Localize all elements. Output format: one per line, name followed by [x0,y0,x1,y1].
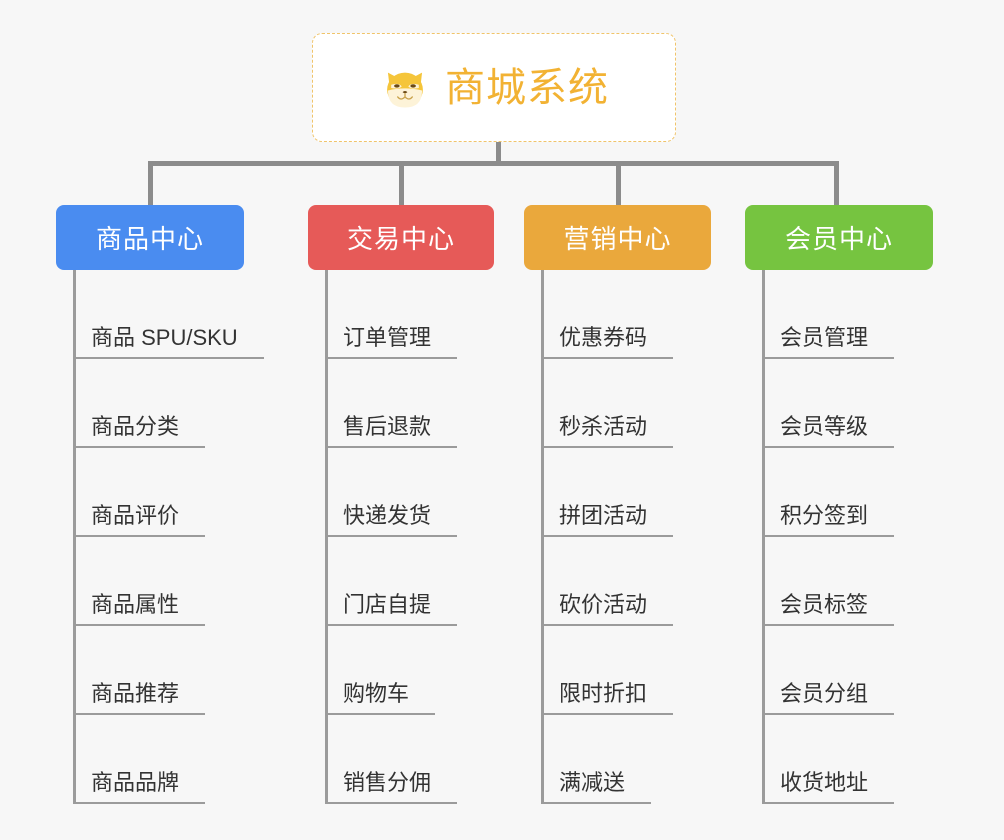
list-item[interactable]: 购物车 [308,626,494,715]
list-item-label: 商品分类 [73,416,206,448]
list-item[interactable]: 会员标签 [745,537,933,626]
connector-branch-2 [399,161,404,205]
category-column-member-center: 会员中心 会员管理 会员等级 积分签到 会员标签 会员分组 收货地址 [745,205,933,804]
category-item-list: 会员管理 会员等级 积分签到 会员标签 会员分组 收货地址 [745,270,933,804]
list-item-label: 优惠券码 [541,327,674,359]
list-item[interactable]: 商品分类 [56,359,264,448]
category-item-list: 优惠券码 秒杀活动 拼团活动 砍价活动 限时折扣 满减送 [524,270,711,804]
list-item-label: 会员分组 [762,683,895,715]
list-item-label: 快递发货 [325,505,458,537]
list-item[interactable]: 满减送 [524,715,711,804]
list-item[interactable]: 售后退款 [308,359,494,448]
category-items-body: 商品 SPU/SKU 商品分类 商品评价 商品属性 商品推荐 商品品牌 [56,270,264,804]
list-item-label: 商品评价 [73,505,206,537]
list-item-label: 会员等级 [762,416,895,448]
list-item-label: 门店自提 [325,594,458,626]
list-item[interactable]: 快递发货 [308,448,494,537]
list-item-label: 商品属性 [73,594,206,626]
category-items-body: 会员管理 会员等级 积分签到 会员标签 会员分组 收货地址 [745,270,933,804]
list-item-label: 销售分佣 [325,772,458,804]
list-item[interactable]: 商品品牌 [56,715,264,804]
list-item[interactable]: 砍价活动 [524,537,711,626]
list-item[interactable]: 限时折扣 [524,626,711,715]
list-item-label: 砍价活动 [541,594,674,626]
list-item[interactable]: 商品推荐 [56,626,264,715]
list-item[interactable]: 商品属性 [56,537,264,626]
list-item[interactable]: 商品评价 [56,448,264,537]
list-item-label: 订单管理 [325,327,458,359]
list-item-label: 积分签到 [762,505,895,537]
column-spine [541,270,544,804]
list-item-label: 商品 SPU/SKU [73,327,264,359]
list-item-label: 满减送 [541,772,652,804]
list-item-label: 秒杀活动 [541,416,674,448]
connector-horizontal-bus [150,161,836,166]
category-header-label: 会员中心 [784,224,893,254]
category-item-list: 订单管理 售后退款 快递发货 门店自提 购物车 销售分佣 [308,270,494,804]
root-node-title: 商城系统 [445,65,609,110]
column-spine [325,270,328,804]
list-item[interactable]: 商品 SPU/SKU [56,270,264,359]
list-item[interactable]: 优惠券码 [524,270,711,359]
category-item-list: 商品 SPU/SKU 商品分类 商品评价 商品属性 商品推荐 商品品牌 [56,270,264,804]
list-item-label: 限时折扣 [541,683,674,715]
category-column-product-center: 商品中心 商品 SPU/SKU 商品分类 商品评价 商品属性 商品推荐 商品品牌 [56,205,264,804]
category-header-marketing-center[interactable]: 营销中心 [524,205,711,270]
list-item-label: 商品品牌 [73,772,206,804]
category-items-body: 订单管理 售后退款 快递发货 门店自提 购物车 销售分佣 [308,270,494,804]
category-column-trade-center: 交易中心 订单管理 售后退款 快递发货 门店自提 购物车 销售分佣 [308,205,494,804]
list-item-label: 商品推荐 [73,683,206,715]
list-item-label: 售后退款 [325,416,458,448]
connector-branch-3 [616,161,621,205]
category-items-body: 优惠券码 秒杀活动 拼团活动 砍价活动 限时折扣 满减送 [524,270,711,804]
shiba-dog-icon [379,62,431,114]
list-item[interactable]: 拼团活动 [524,448,711,537]
category-column-marketing-center: 营销中心 优惠券码 秒杀活动 拼团活动 砍价活动 限时折扣 满减送 [524,205,711,804]
list-item-label: 拼团活动 [541,505,674,537]
connector-branch-1 [148,161,153,205]
list-item[interactable]: 秒杀活动 [524,359,711,448]
list-item[interactable]: 订单管理 [308,270,494,359]
list-item-label: 会员管理 [762,327,895,359]
category-header-label: 交易中心 [346,224,455,254]
list-item[interactable]: 会员等级 [745,359,933,448]
category-header-label: 营销中心 [563,224,672,254]
connector-root-stem [496,142,501,164]
list-item[interactable]: 收货地址 [745,715,933,804]
list-item[interactable]: 会员管理 [745,270,933,359]
list-item[interactable]: 会员分组 [745,626,933,715]
root-node-shopping-mall-system[interactable]: 商城系统 [312,33,676,142]
category-header-member-center[interactable]: 会员中心 [745,205,933,270]
list-item-label: 购物车 [325,683,436,715]
category-header-label: 商品中心 [95,224,204,254]
list-item-label: 收货地址 [762,772,895,804]
category-header-trade-center[interactable]: 交易中心 [308,205,494,270]
list-item[interactable]: 门店自提 [308,537,494,626]
category-header-product-center[interactable]: 商品中心 [56,205,244,270]
column-spine [762,270,765,804]
column-spine [73,270,76,804]
list-item[interactable]: 销售分佣 [308,715,494,804]
list-item-label: 会员标签 [762,594,895,626]
connector-branch-4 [834,161,839,205]
list-item[interactable]: 积分签到 [745,448,933,537]
